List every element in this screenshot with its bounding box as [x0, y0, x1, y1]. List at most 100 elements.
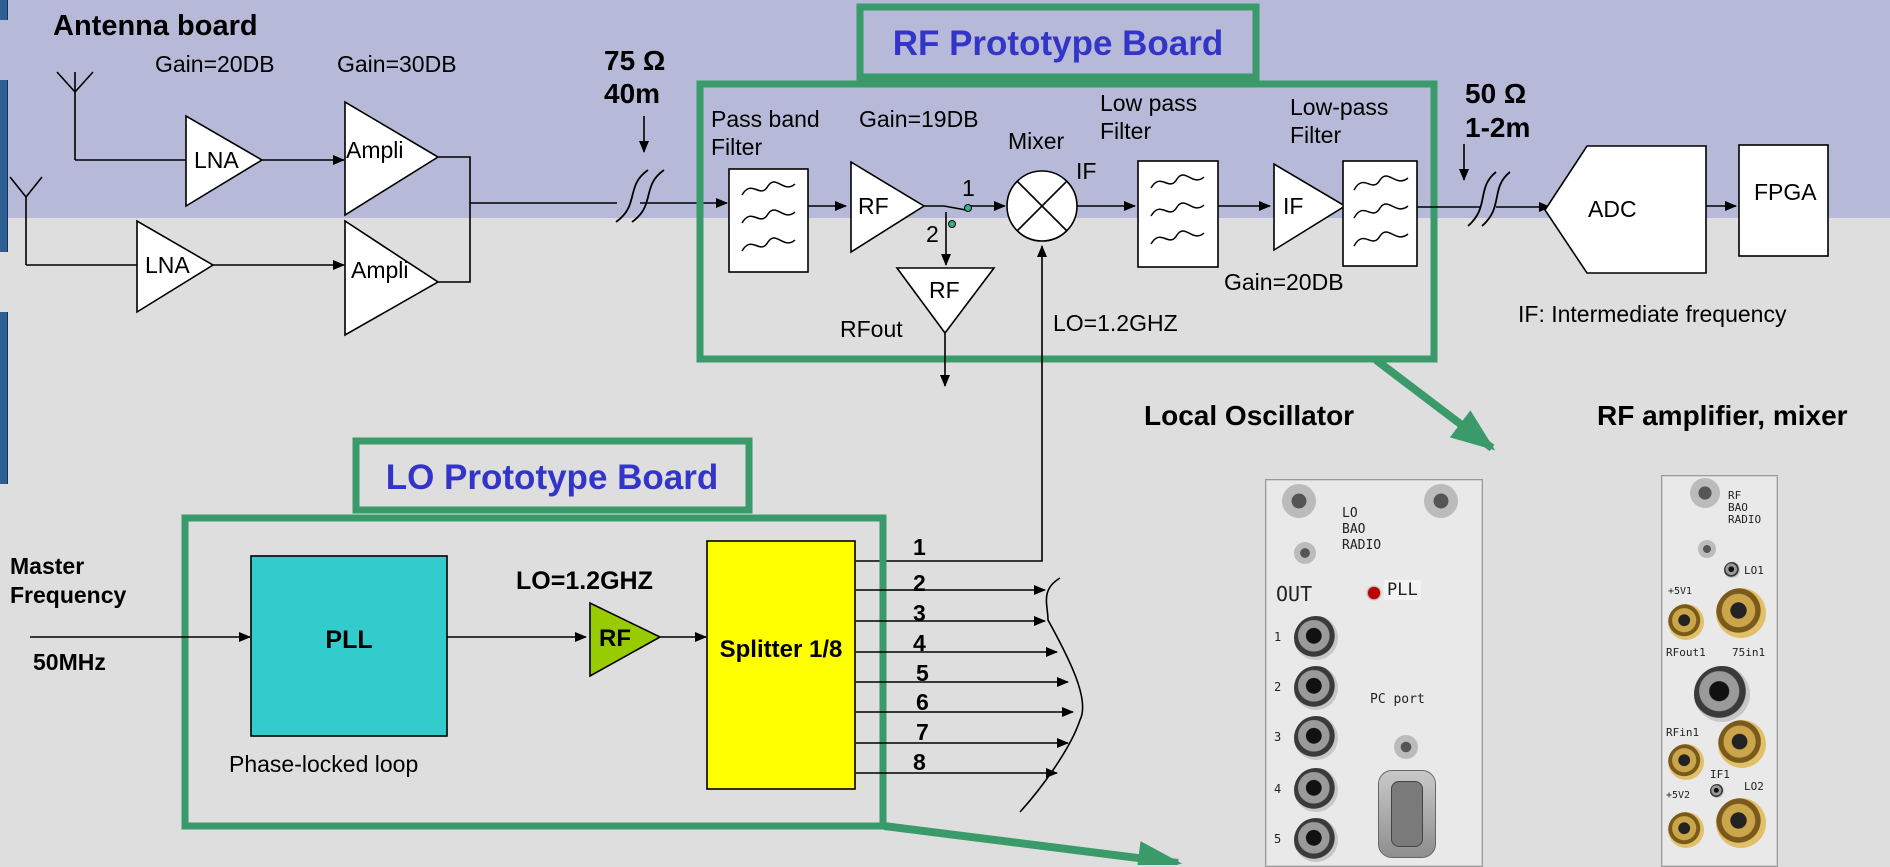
splitter-output-label: 6: [916, 689, 929, 715]
if-label: IF: [1076, 158, 1096, 184]
module-label: LO BAO RADIO: [1342, 506, 1382, 553]
fpga-label: FPGA: [1754, 179, 1817, 205]
if-gain-label: Gain=20DB: [1224, 269, 1344, 295]
passband-label: Filter: [711, 134, 762, 160]
lna-amplifier: [185, 114, 264, 208]
port-label: +5V1: [1668, 586, 1693, 597]
rf-amp-caption: RF amplifier, mixer: [1597, 400, 1848, 431]
left-tab: [0, 312, 8, 484]
sma-connector: [1294, 818, 1338, 862]
out-label: OUT: [1276, 582, 1313, 606]
lowpass-filter-2: [1342, 160, 1418, 267]
filter-symbol-icon: [1353, 175, 1409, 247]
screw-icon: [1690, 478, 1720, 508]
local-oscillator-caption: Local Oscillator: [1144, 400, 1354, 431]
db9-connector: [1378, 770, 1436, 858]
rfout-label: RFout: [840, 316, 903, 342]
rf-board-title: RF Prototype Board: [893, 24, 1224, 63]
port-label: LO2: [1744, 780, 1764, 793]
rf-lo-label: LO=1.2GHZ: [1053, 310, 1178, 336]
left-tab: [0, 0, 8, 20]
lo-board-title-box: [352, 437, 753, 514]
switch-port-1: 1: [962, 175, 975, 201]
mixer-symbol: [1006, 170, 1078, 242]
if-note: IF: Intermediate frequency: [1518, 301, 1787, 327]
lna-label: LNA: [194, 147, 239, 173]
pll-led: [1368, 587, 1380, 599]
module-label: RF BAO RADIO: [1728, 489, 1762, 526]
rf-out-amplifier: [895, 267, 996, 335]
sma-connector: [1716, 588, 1766, 638]
antenna-board-title: Antenna board: [53, 10, 258, 42]
pc-port-label: PC port: [1370, 692, 1425, 707]
pll-led-label: PLL: [1384, 580, 1421, 600]
lna-label: LNA: [145, 252, 190, 278]
port-label: RFin1: [1666, 726, 1700, 739]
sma-connector: [1694, 666, 1750, 722]
rf-board-title-box: [856, 3, 1260, 81]
port-number: 1: [1274, 630, 1282, 644]
if-amplifier: [1273, 162, 1347, 252]
filter-symbol-icon: [1150, 174, 1205, 245]
ampli-gain-label: Gain=30DB: [337, 51, 457, 77]
ampli-amplifier: [344, 100, 440, 217]
port-number: 2: [1274, 680, 1282, 694]
splitter-output-label: 2: [913, 570, 926, 596]
ampli-amplifier: [344, 219, 440, 337]
left-tab: [0, 80, 8, 252]
fpga-block: [1738, 144, 1829, 257]
port-label: LO1: [1744, 564, 1764, 577]
switch-port-2: 2: [926, 221, 939, 247]
sma-connector: [1294, 716, 1338, 760]
port-label: 75in1: [1732, 646, 1766, 659]
antenna-icon: [9, 176, 43, 265]
screw-icon: [1424, 484, 1458, 518]
sma-connector: [1718, 720, 1766, 768]
master-frequency-label: Master: [10, 553, 84, 579]
callout-arrow: [1373, 356, 1496, 452]
pll-label: PLL: [325, 626, 372, 654]
splitter-output-label: 5: [916, 660, 929, 686]
antenna-icon: [56, 71, 94, 160]
small-connector: [1710, 784, 1724, 798]
lowpass-label: Low pass: [1100, 90, 1197, 116]
splitter-block: [706, 540, 856, 790]
port-label: IF1: [1710, 768, 1730, 781]
pll-caption: Phase-locked loop: [229, 751, 418, 777]
sma-connector: [1668, 812, 1704, 848]
rf-gain-label: Gain=19DB: [859, 106, 979, 132]
passband-label: Pass band: [711, 106, 820, 132]
rf-out-amp-label: RF: [929, 277, 960, 303]
pll-block: [250, 555, 448, 737]
cable2-length: 1-2m: [1465, 112, 1530, 143]
port-label: RFout1: [1666, 646, 1706, 659]
if-amp-label: IF: [1283, 193, 1303, 219]
sma-connector: [1294, 768, 1338, 812]
screw-icon: [1394, 735, 1418, 759]
lowpass2-label: Low-pass: [1290, 94, 1388, 120]
switch-contact: [964, 204, 972, 212]
lo-board-outline: [181, 514, 887, 830]
rf-board-outline: [696, 80, 1438, 363]
small-connector: [1724, 562, 1740, 578]
local-oscillator-photo: LO BAO RADIO OUT PLL 1 2 3 4 5 PC port: [1265, 479, 1483, 867]
splitter-output-label: 3: [913, 600, 926, 626]
lo-frequency-label: LO=1.2GHZ: [516, 567, 653, 595]
sma-connector: [1668, 604, 1704, 640]
ampli-label: Ampli: [346, 137, 404, 163]
cable1-length: 40m: [604, 78, 660, 109]
sma-connector: [1668, 744, 1704, 780]
rf-amplifier-photo: RF BAO RADIO LO1 +5V1 RFout1 75in1 RFin1…: [1661, 475, 1778, 867]
cable-break-icon: [1467, 171, 1511, 227]
splitter-output-label: 8: [913, 749, 926, 775]
cable2-impedance: 50 Ω: [1465, 78, 1526, 109]
splitter-output-label: 7: [916, 719, 929, 745]
adc-block: [1544, 145, 1707, 274]
cable-break-icon: [615, 169, 665, 223]
lo-rf-label: RF: [599, 625, 631, 652]
lo-rf-amplifier: [589, 601, 662, 678]
lna-gain-label: Gain=20DB: [155, 51, 275, 77]
adc-label: ADC: [1588, 196, 1637, 222]
lowpass-label: Filter: [1100, 118, 1151, 144]
master-frequency-value: 50MHz: [33, 649, 106, 675]
